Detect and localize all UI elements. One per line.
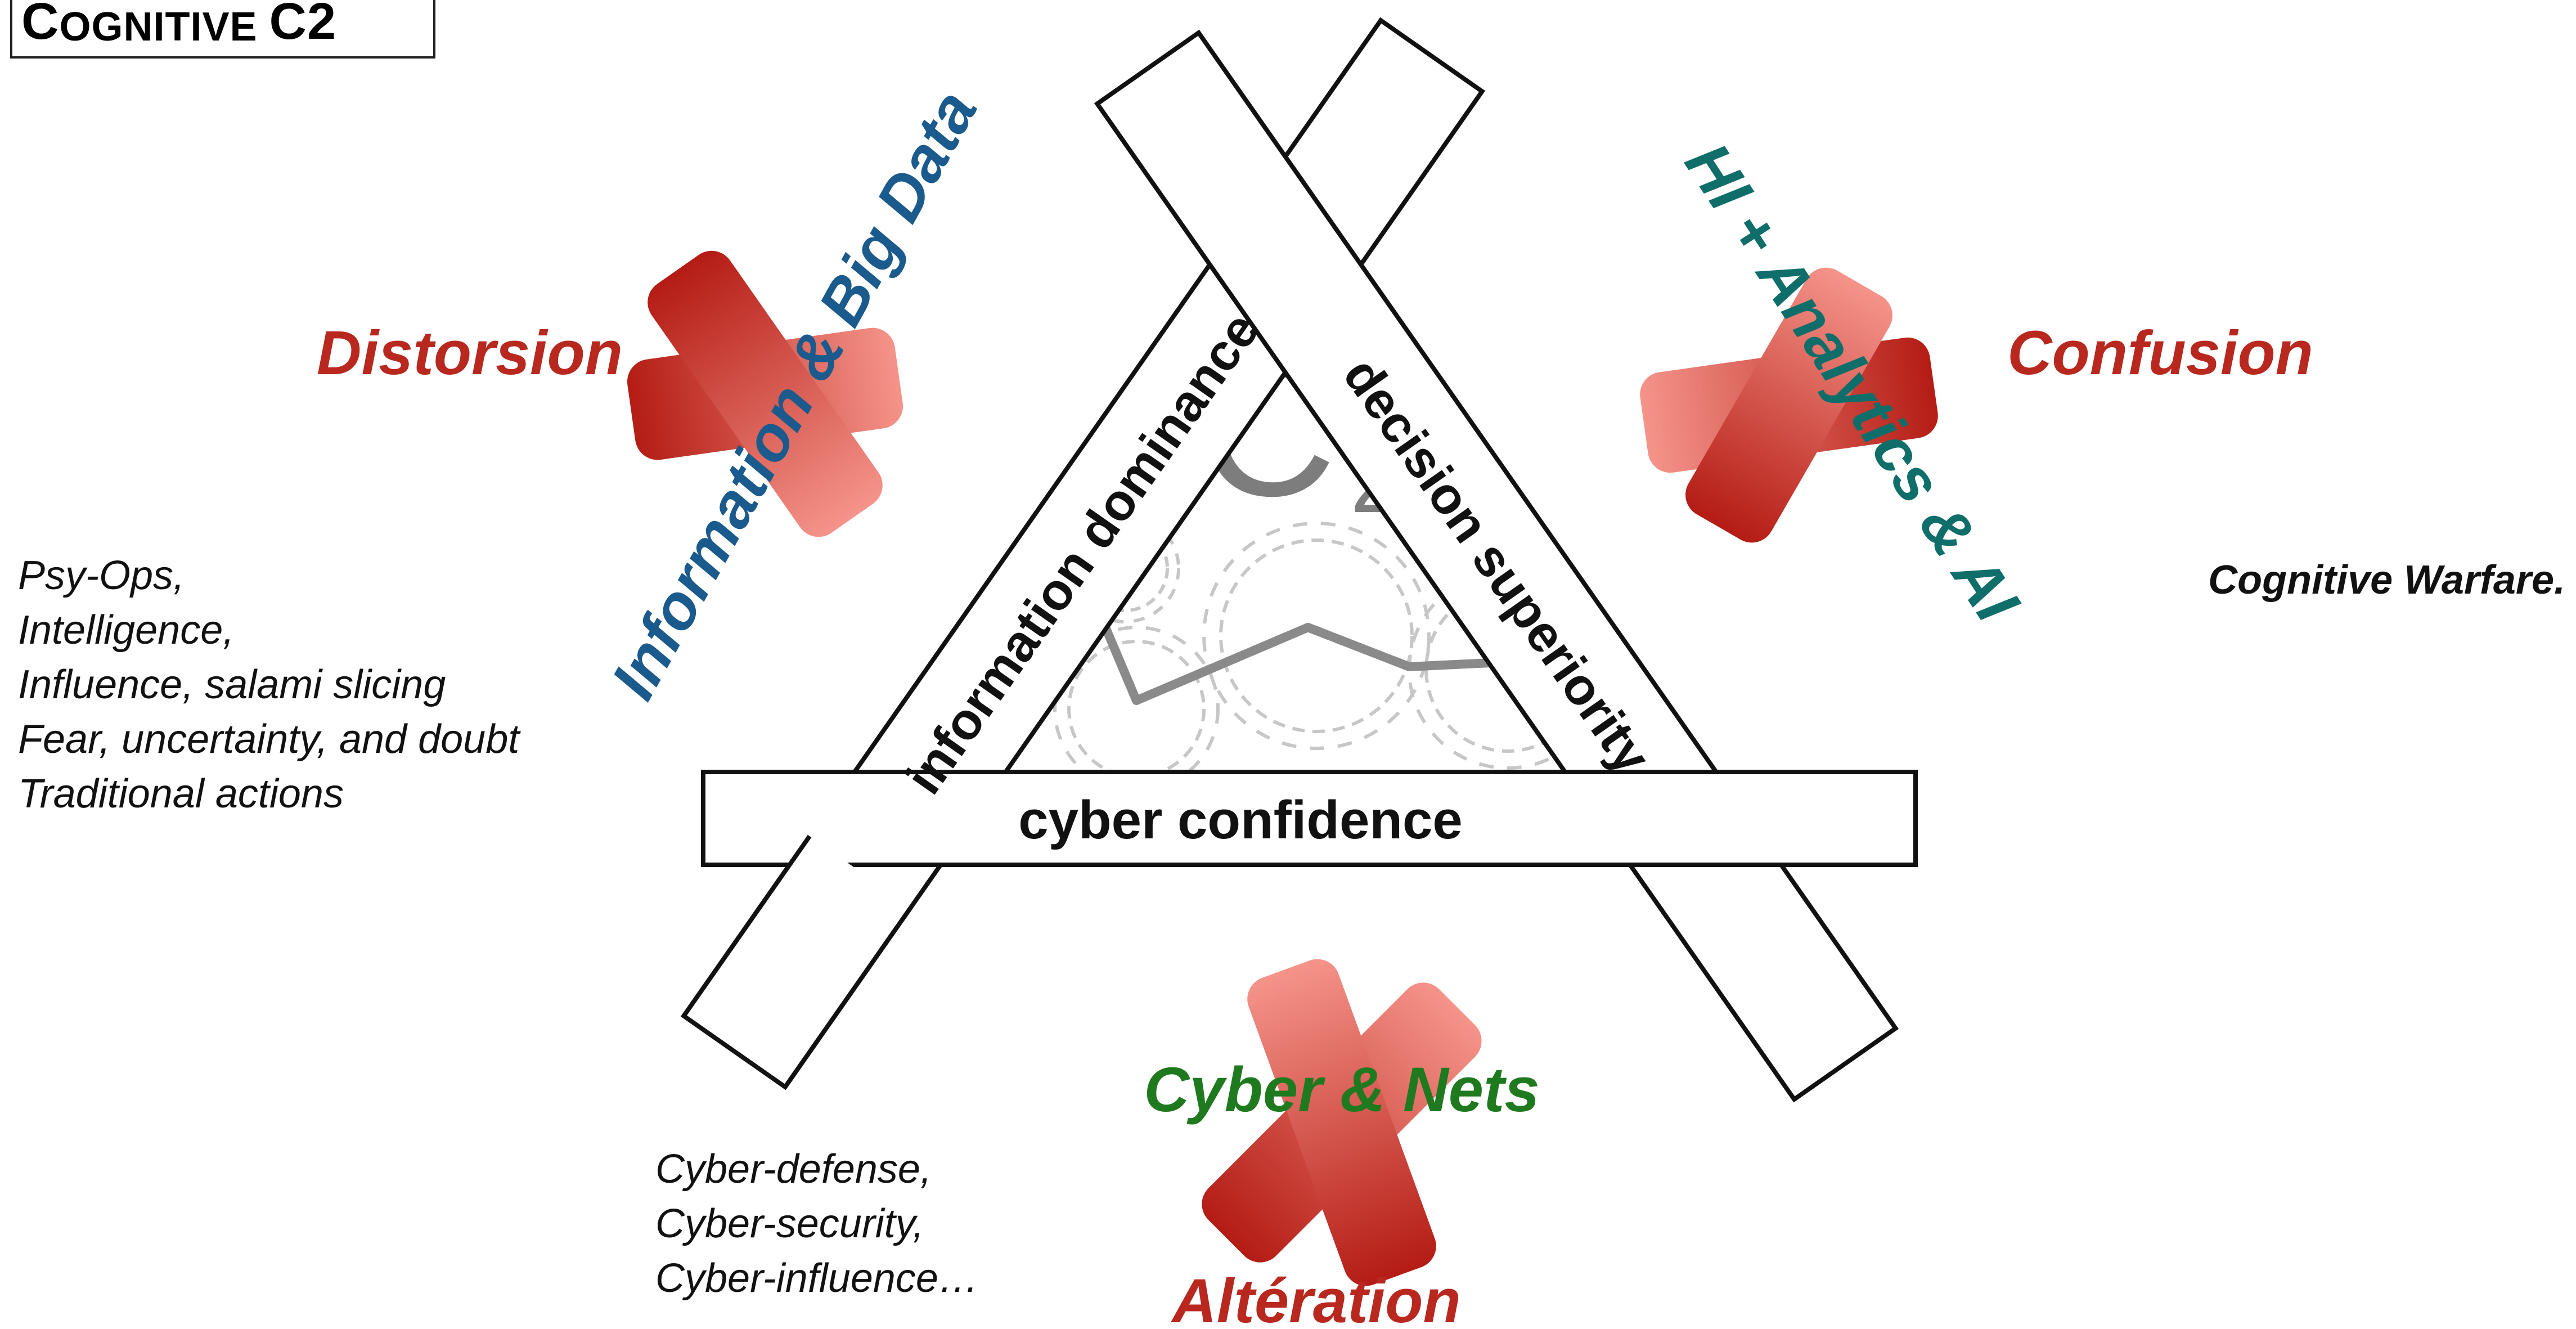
bar-information-dominance-overlap — [680, 833, 916, 1090]
title-first-letter: C — [21, 0, 60, 50]
gear-icon — [1202, 522, 1431, 750]
list-item: Influence, salami slicing — [18, 662, 446, 707]
list-item: Fear, uncertainty, and doubt — [18, 717, 520, 762]
cross-mark-icon — [1640, 267, 1938, 543]
list-item: Cyber-influence… — [655, 1256, 979, 1301]
vector-cyber-nets: Cyber & Nets — [1144, 1054, 1539, 1125]
left-actions-list: Psy-Ops, Intelligence, Influence, salami… — [18, 549, 519, 821]
label-decision-superiority: decision superiority — [1332, 348, 1661, 784]
list-item: Cyber-security, — [655, 1201, 924, 1246]
cognitive-warfare-note: Cognitive Warfare. — [2208, 558, 2565, 603]
bottom-cyber-list: Cyber-defense, Cyber-security, Cyber-inf… — [655, 1142, 979, 1306]
list-item: Cyber-defense, — [655, 1147, 932, 1192]
threat-confusion: Confusion — [2007, 318, 2313, 388]
cross-mark-icon — [1202, 959, 1482, 1286]
label-information-dominance: information dominance — [895, 303, 1270, 805]
gear-icon — [1070, 513, 1180, 623]
list-item: Intelligence, — [18, 608, 235, 653]
list-item: Traditional actions — [18, 771, 344, 816]
label-cyber-confidence: cyber confidence — [1018, 790, 1463, 850]
threat-distorsion: Distorsion — [317, 318, 623, 388]
cross-mark-icon — [627, 250, 903, 537]
title-rest: OGNITIVE — [59, 5, 258, 50]
list-item: Psy-Ops, — [18, 553, 185, 598]
title-suffix: C2 — [269, 0, 337, 50]
threat-alteration: Altération — [1170, 1267, 1460, 1329]
bar-cyber-confidence — [701, 770, 1918, 867]
